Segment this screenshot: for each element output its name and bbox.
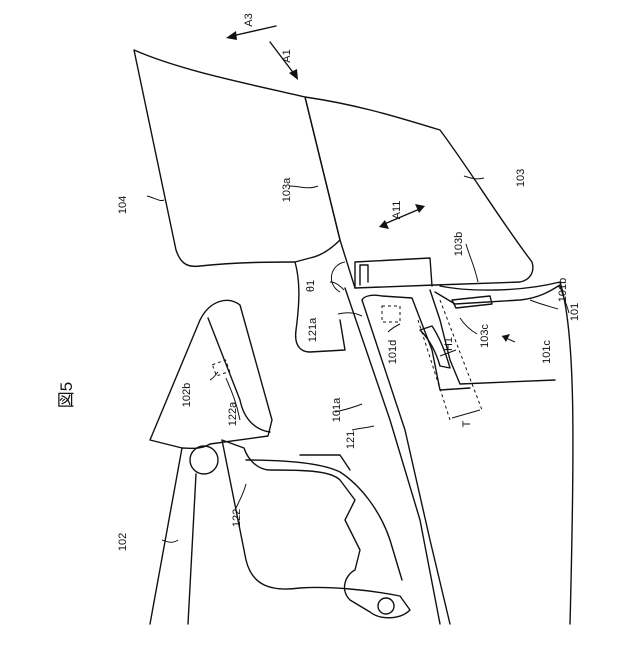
arrow-a3 bbox=[226, 26, 276, 40]
part-101d-dotted bbox=[382, 306, 400, 322]
svg-text:102: 102 bbox=[117, 533, 129, 551]
label-a3: A3 bbox=[243, 13, 255, 26]
svg-text:A3: A3 bbox=[243, 13, 255, 26]
part-103-tab bbox=[355, 258, 432, 288]
label-101a: 101a bbox=[331, 397, 343, 422]
svg-text:103: 103 bbox=[515, 169, 527, 187]
part-122-top-bar bbox=[300, 455, 350, 470]
label-122a: 122a bbox=[227, 401, 239, 426]
svg-text:T: T bbox=[461, 420, 473, 427]
part-103-hook bbox=[360, 265, 368, 285]
svg-text:A11: A11 bbox=[391, 201, 403, 220]
svg-text:103c: 103c bbox=[479, 324, 491, 348]
dim-t-line-1 bbox=[418, 320, 450, 420]
part-121-rail bbox=[362, 300, 450, 624]
label-103b: 103b bbox=[453, 232, 465, 256]
svg-text:図5: 図5 bbox=[57, 382, 76, 408]
svg-text:101c: 101c bbox=[541, 340, 553, 364]
label-101: 101 bbox=[569, 303, 581, 321]
label-102: 102 bbox=[117, 533, 129, 551]
label-101d: 101d bbox=[387, 340, 399, 364]
svg-text:H1: H1 bbox=[443, 337, 455, 351]
svg-text:102b: 102b bbox=[181, 383, 193, 407]
label-121: 121 bbox=[345, 431, 357, 449]
svg-text:122a: 122a bbox=[227, 401, 239, 426]
label-103a: 103a bbox=[281, 177, 293, 202]
label-101c: 101c bbox=[541, 340, 553, 364]
svg-text:122: 122 bbox=[231, 509, 243, 527]
part-102-outline bbox=[150, 300, 272, 448]
arrow-101c-head bbox=[502, 334, 510, 342]
label-theta1: θ1 bbox=[305, 280, 317, 292]
svg-text:101b: 101b bbox=[557, 278, 569, 302]
label-a11: A11 bbox=[391, 201, 403, 220]
svg-text:104: 104 bbox=[117, 196, 129, 214]
label-103: 103 bbox=[515, 169, 527, 187]
dim-t-arrow bbox=[452, 410, 480, 418]
svg-text:121: 121 bbox=[345, 431, 357, 449]
svg-text:121a: 121a bbox=[307, 317, 319, 342]
part-101a-rail bbox=[345, 288, 440, 624]
label-103c: 103c bbox=[479, 324, 491, 348]
figure-title: 図5 bbox=[57, 382, 76, 408]
angle-theta1-arc bbox=[331, 262, 345, 292]
svg-text:101: 101 bbox=[569, 303, 581, 321]
pivot-pin-upper bbox=[190, 446, 218, 474]
svg-text:101a: 101a bbox=[331, 397, 343, 422]
svg-text:θ1: θ1 bbox=[305, 280, 317, 292]
part-101-outline bbox=[440, 282, 573, 624]
svg-text:101d: 101d bbox=[387, 340, 399, 364]
svg-text:103a: 103a bbox=[281, 177, 293, 202]
pivot-pin-lower bbox=[378, 598, 394, 614]
label-t: T bbox=[461, 420, 473, 427]
label-104: 104 bbox=[117, 196, 129, 214]
label-122: 122 bbox=[231, 509, 243, 527]
label-102b: 102b bbox=[181, 383, 193, 407]
part-122-lever bbox=[222, 440, 410, 618]
label-a1: A1 bbox=[281, 49, 293, 62]
label-h1: H1 bbox=[443, 337, 455, 351]
svg-text:A1: A1 bbox=[281, 49, 293, 62]
label-101b: 101b bbox=[557, 278, 569, 302]
svg-text:103b: 103b bbox=[453, 232, 465, 256]
part-102-lower bbox=[150, 448, 196, 624]
part-104-outline bbox=[134, 50, 340, 266]
part-103-outline bbox=[305, 97, 533, 288]
label-121a: 121a bbox=[307, 317, 319, 342]
part-122-inner bbox=[246, 460, 402, 580]
part-121a-lobe bbox=[295, 262, 345, 352]
